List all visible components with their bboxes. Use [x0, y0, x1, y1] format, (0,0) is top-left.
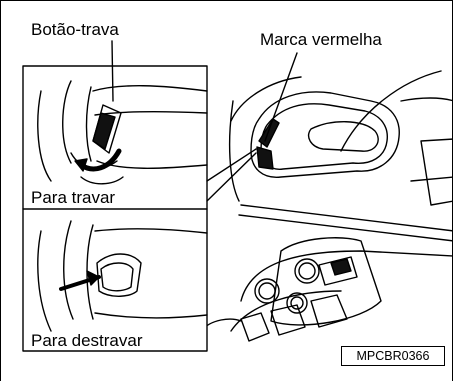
door-panel-lines — [228, 70, 452, 332]
figure-code-box: MPCBR0366 — [341, 346, 445, 366]
inset-panels — [22, 65, 208, 352]
main-lock-button — [256, 118, 280, 170]
window-switch-panel — [200, 237, 382, 342]
red-mark-label: Marca vermelha — [260, 30, 382, 49]
to-unlock-caption: Para destravar — [31, 331, 143, 350]
leader-lines — [111, 40, 298, 202]
to-lock-caption: Para travar — [31, 188, 116, 207]
unlock-push-arrow-icon — [59, 270, 101, 291]
lock-rotate-arrow-icon — [74, 148, 122, 172]
lock-inset-drawing — [37, 80, 208, 185]
lock-button-label: Botão-trava — [31, 20, 119, 39]
door-handle-recess — [230, 76, 400, 178]
